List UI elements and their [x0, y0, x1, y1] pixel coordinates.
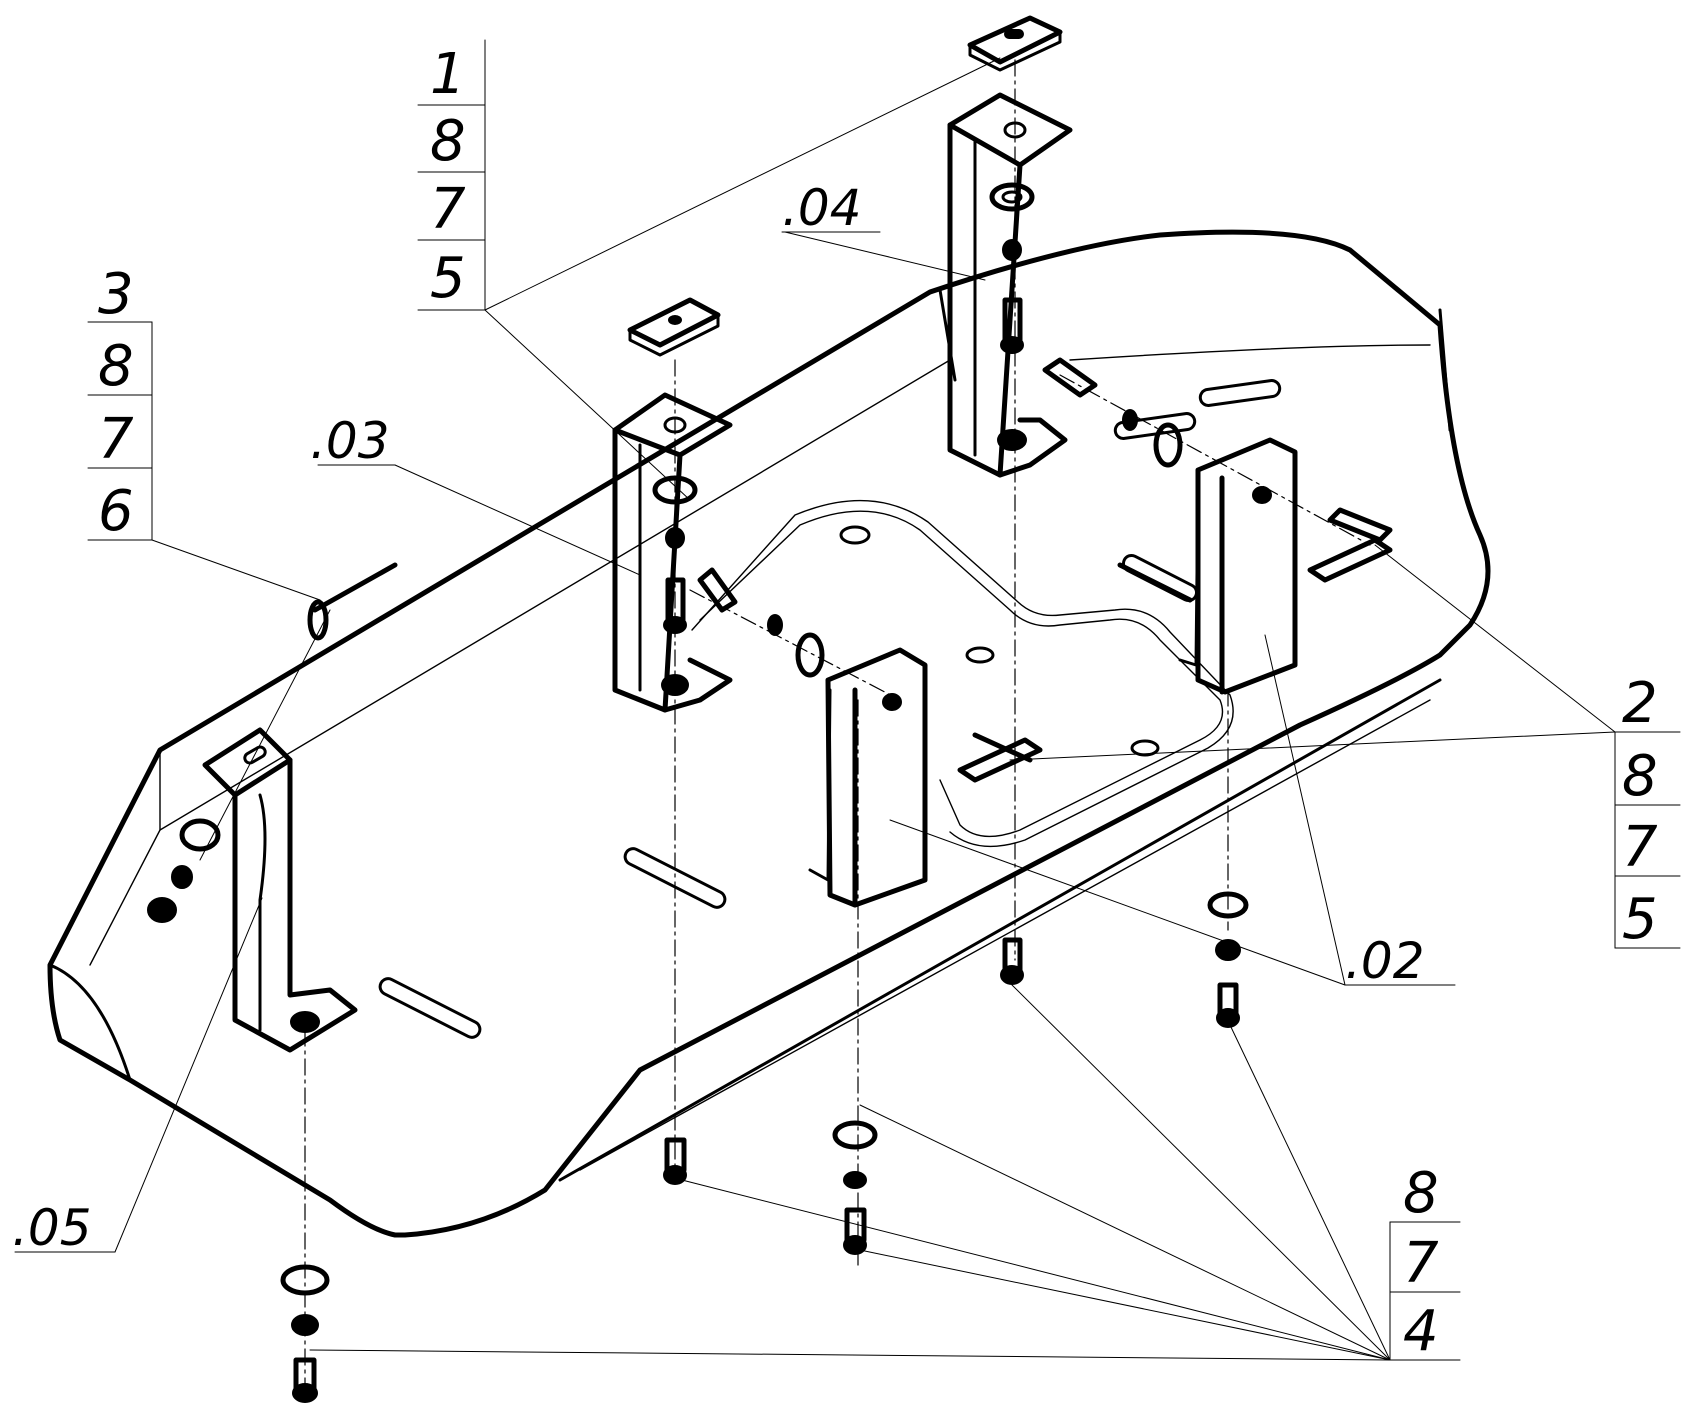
callout-d-2: 7: [1403, 1231, 1439, 1296]
spacer-plate-left: [627, 297, 721, 357]
callout-a-4: 5: [430, 246, 466, 311]
callout-c-4: 5: [1622, 887, 1658, 952]
bracket-center: [808, 647, 928, 908]
reference-labels: .03 .04 .05 .02: [12, 179, 1456, 1257]
callout-b-4: 6: [98, 479, 134, 544]
ref-02: .02: [1345, 932, 1425, 990]
callout-c-1: 2: [1622, 671, 1658, 736]
callout-c-2: 8: [1622, 744, 1658, 809]
bracket-front-small: [202, 727, 358, 1053]
callout-b-1: 3: [98, 262, 134, 327]
ref-04: .04: [782, 179, 862, 237]
ref-05: .05: [12, 1199, 92, 1257]
callout-stack-a: 1 8 7 5: [417, 39, 486, 311]
callout-a-1: 1: [430, 42, 466, 107]
bracket-front-left-tall: [612, 392, 733, 713]
bracket-rear-right: [1178, 437, 1298, 695]
callout-b-3: 7: [98, 407, 134, 472]
callout-d-3: 4: [1403, 1299, 1439, 1364]
center-lines: [304, 59, 1371, 1396]
bracket-rear-tall: [947, 92, 1073, 478]
callout-stack-d: 8 7 4: [1389, 1161, 1461, 1364]
spacer-plate-top: [967, 15, 1063, 72]
callout-a-2: 8: [430, 109, 466, 174]
callout-stack-c: 2 8 7 5: [1614, 671, 1681, 952]
skid-plate: [47, 229, 1491, 1238]
callout-c-3: 7: [1622, 815, 1658, 880]
callout-stack-b: 3 8 7 6: [87, 262, 153, 544]
callout-d-1: 8: [1403, 1161, 1439, 1226]
callout-a-3: 7: [430, 177, 466, 242]
hardware: [147, 182, 1393, 1403]
callout-b-2: 8: [98, 334, 134, 399]
leader-lines: [114, 57, 1616, 1361]
ref-03: .03: [310, 412, 390, 470]
